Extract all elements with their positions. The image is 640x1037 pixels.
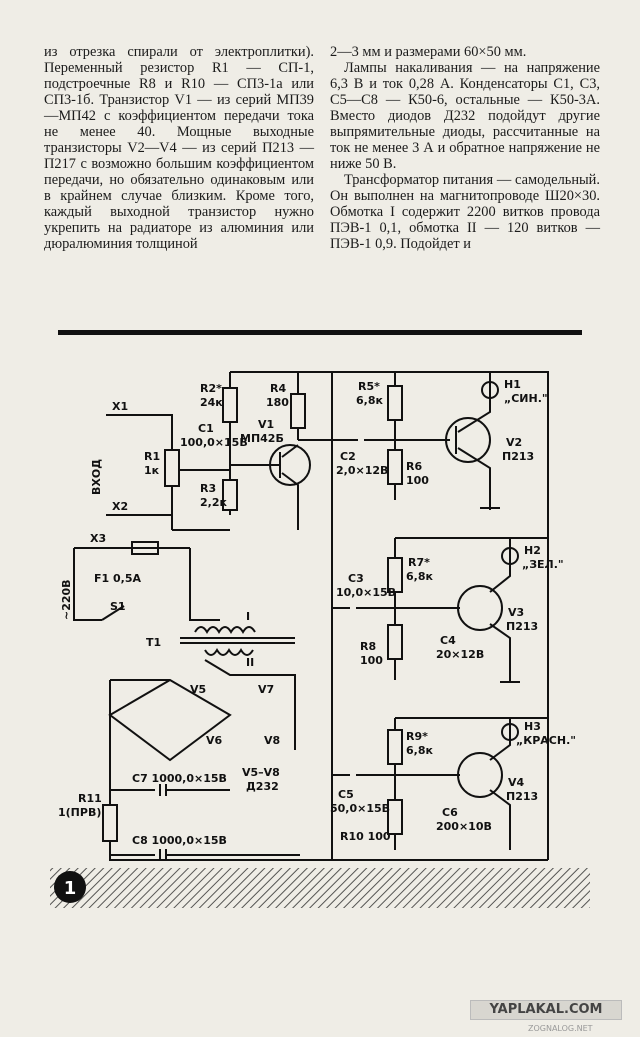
label-V5: V5 [190,683,206,696]
label-C7: C7 1000,0×15В [132,772,227,785]
label-C5-value: 50,0×15В [330,802,390,815]
resistor-R3 [222,479,238,511]
label-R4: R4 [270,382,286,395]
label-winding-I: I [246,610,250,623]
schematic-labels: X1 X2 X3 ВХОД ~220В R1 1к C1 100,0×15В R… [58,378,576,847]
label-H2-value: „ЗЕЛ." [522,558,564,571]
circuit-schematic: 1 X1 X2 X3 ВХОД ~220В R1 1к C1 100,0×15В… [40,320,600,920]
label-V7: V7 [258,683,274,696]
label-X1: X1 [112,400,128,413]
label-C3-value: 10,0×15В [336,586,396,599]
label-V1-value: МП42Б [240,432,284,445]
wires [73,371,549,861]
label-V2-value: П213 [502,450,534,463]
label-H3: H3 [524,720,541,733]
label-R2-value: 24к [200,396,223,409]
resistor-R7 [387,557,403,593]
label-C5: C5 [338,788,354,801]
label-X3: X3 [90,532,106,545]
label-S1: S1 [110,600,126,613]
label-R11-value: 1(ПРВ) [58,806,101,819]
label-220v: ~220В [60,579,73,620]
label-H1-value: „СИН." [504,392,548,405]
label-R10: R10 100 [340,830,391,843]
label-C6-value: 200×10В [436,820,492,833]
label-C2: C2 [340,450,356,463]
label-V2: V2 [506,436,522,449]
label-V4-value: П213 [506,790,538,803]
label-R9-value: 6,8к [406,744,433,757]
resistor-R5 [387,385,403,421]
label-R5-value: 6,8к [356,394,383,407]
label-R4-value: 180 [266,396,289,409]
label-R8-value: 100 [360,654,383,667]
schematic-svg: 1 X1 X2 X3 ВХОД ~220В R1 1к C1 100,0×15В… [50,330,590,908]
label-H2: H2 [524,544,541,557]
left-paragraph-1: из отрезка спирали от электроплитки). Пе… [44,44,314,252]
label-C8: C8 1000,0×15В [132,834,227,847]
label-V3-value: П213 [506,620,538,633]
label-V8: V8 [264,734,280,747]
left-column: из отрезка спирали от электроплитки). Пе… [44,44,314,306]
label-C4-value: 20×12В [436,648,484,661]
label-D232: Д232 [246,780,279,793]
label-C2-value: 2,0×12В [336,464,388,477]
label-X2: X2 [112,500,128,513]
base-hatch [50,868,590,908]
label-V5-V8: V5–V8 [242,766,280,779]
resistor-R2 [222,387,238,423]
label-C4: C4 [440,634,456,647]
label-T1: T1 [146,636,161,649]
right-column: 2—3 мм и размерами 60×50 мм. Лампы накал… [330,44,600,306]
right-paragraph-3: Трансформатор питания — самодельный. Он … [330,172,600,252]
label-C1: C1 [198,422,214,435]
watermark-small: ZOGNALOG.NET [528,1024,593,1033]
resistor-R1 [164,449,180,487]
resistor-R11 [102,804,118,842]
resistor-R9 [387,729,403,765]
label-V3: V3 [508,606,524,619]
label-R11: R11 [78,792,102,805]
label-C3: C3 [348,572,364,585]
label-H3-value: „КРАСН." [516,734,576,747]
label-R8: R8 [360,640,376,653]
label-R1: R1 [144,450,160,463]
label-R5: R5* [358,380,380,393]
figure-number: 1 [64,878,77,899]
resistor-R4 [290,393,306,429]
label-R7-value: 6,8к [406,570,433,583]
label-C1-value: 100,0×15В [180,436,248,449]
watermark: YAPLAKAL.COM [470,1000,622,1020]
label-R2: R2* [200,382,222,395]
label-H1: H1 [504,378,521,391]
label-R9: R9* [406,730,428,743]
label-R6-value: 100 [406,474,429,487]
label-vhod: ВХОД [90,459,103,495]
label-V4: V4 [508,776,525,789]
label-C6: C6 [442,806,458,819]
label-V1: V1 [258,418,274,431]
label-V6: V6 [206,734,223,747]
resistor-R10 [387,799,403,835]
resistors [102,385,403,842]
label-R3-value: 2,2к [200,496,227,509]
label-R1-value: 1к [144,464,160,477]
right-paragraph-2: Лампы накаливания — на напряжение 6,3 В … [330,60,600,172]
label-R3: R3 [200,482,216,495]
resistor-R6 [387,449,403,485]
resistor-R8 [387,624,403,660]
top-rule [58,330,582,335]
label-R7: R7* [408,556,430,569]
figure-number-badge [54,871,86,903]
label-F1: F1 0,5А [94,572,141,585]
label-winding-II: II [246,656,254,669]
right-paragraph-1: 2—3 мм и размерами 60×50 мм. [330,44,527,60]
label-R6: R6 [406,460,422,473]
text-columns: из отрезка спирали от электроплитки). Пе… [44,44,600,306]
